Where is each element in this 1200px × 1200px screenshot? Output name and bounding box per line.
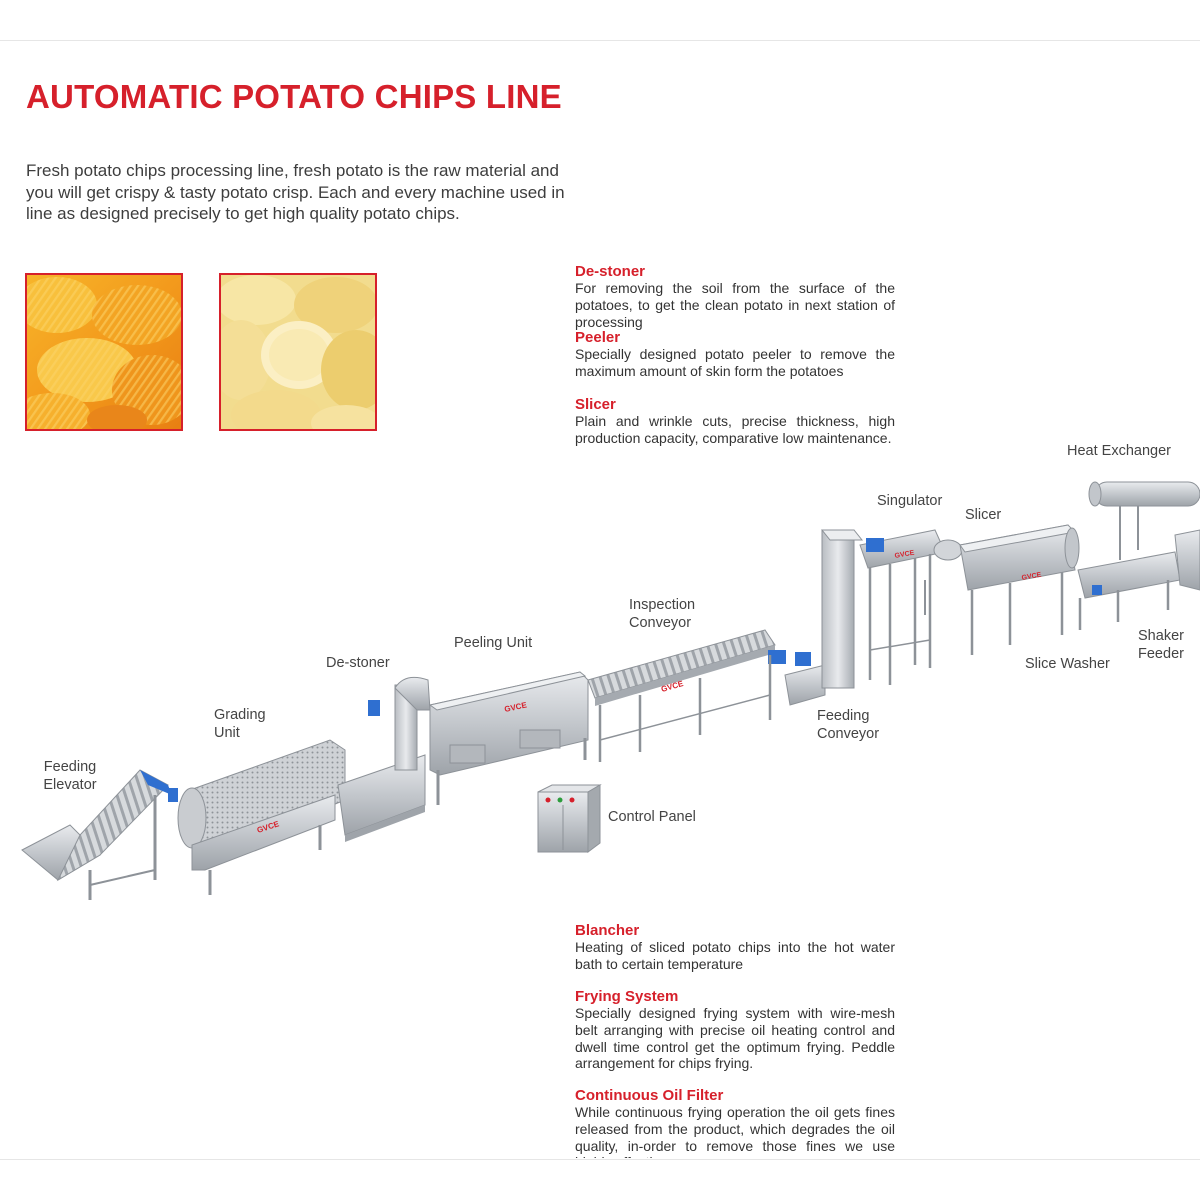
inspection-conveyor-machine: GVCE [587,629,786,762]
label-heat-exchanger: Heat Exchanger [1067,443,1171,459]
description-title: De-stoner [575,263,646,280]
description-text: Specially designed frying system with wi… [575,1005,895,1072]
intro-paragraph: Fresh potato chips processing line, fres… [26,161,565,223]
description-text: Specially designed potato peeler to remo… [575,346,895,379]
brand-mark: GVCE [1021,572,1042,582]
singulator-machine: GVCE [859,529,946,685]
peeler-description: Peeler Specially designed potato peeler … [575,330,895,380]
brand-mark: GVCE [894,550,915,560]
label-de-stoner: De-stoner [326,655,390,671]
oil-filter-description: Continuous Oil Filter While continuous f… [575,1088,895,1158]
label-control-panel: Control Panel [608,809,696,825]
top-divider [0,40,1200,41]
bottom-divider [0,1159,1200,1160]
description-title: Peeler [575,329,621,346]
label-slicer: Slicer [965,507,1002,523]
description-text: While continuous frying operation the oi… [575,1104,895,1158]
label-text: Shaker Feeder [1138,628,1184,662]
processing-line-illustration: GVCE GVCE [0,440,1200,960]
grading-unit-machine: GVCE [168,739,346,895]
description-title: Slicer [575,396,616,413]
slicer-description: Slicer Plain and wrinkle cuts, precise t… [575,397,895,447]
machinery-drawing: GVCE GVCE [21,481,1200,900]
label-feeding-conveyor: Feeding Conveyor [817,707,879,743]
slicer-and-washer-machine: GVCE [924,524,1080,655]
description-title: Continuous Oil Filter [575,1088,724,1104]
description-title: Blancher [575,922,640,939]
page-title: AUTOMATIC POTATO CHIPS LINE [26,78,562,115]
description-text: Heating of sliced potato chips into the … [575,939,895,972]
label-text: Inspection Conveyor [629,597,696,631]
peeling-unit-machine: GVCE [428,671,589,805]
plain-chips-photo [219,273,377,431]
label-text: Grading Unit [214,707,266,741]
label-inspection-conveyor: Inspection Conveyor [629,596,695,632]
blancher-description: Blancher Heating of sliced potato chips … [575,923,895,973]
label-shaker-feeder: Shaker Feeder [1136,627,1186,663]
control-panel-machine [537,784,602,853]
wavy-chips-photo [25,273,183,431]
label-feeding-elevator: Feeding Elevator [40,758,100,794]
feeding-conveyor-machine [784,529,864,706]
label-singulator: Singulator [877,493,943,509]
description-text: Plain and wrinkle cuts, precise thicknes… [575,413,895,446]
frying-system-description: Frying System Specially designed frying … [575,989,895,1072]
de-stoner-description: De-stoner For removing the soil from the… [575,264,895,330]
label-slice-washer: Slice Washer [1025,656,1110,672]
de-stoner-machine [337,676,431,842]
description-title: Frying System [575,988,679,1005]
label-grading-unit: Grading Unit [214,706,266,742]
heat-exchanger-machine [1088,481,1200,560]
feeding-elevator-machine [21,769,172,900]
description-text: For removing the soil from the surface o… [575,280,895,330]
label-text: Feeding Elevator [43,759,97,793]
shaker-feeder-machine [1077,529,1200,630]
label-peeling-unit: Peeling Unit [454,635,533,651]
label-text: Feeding Conveyor [817,708,880,742]
